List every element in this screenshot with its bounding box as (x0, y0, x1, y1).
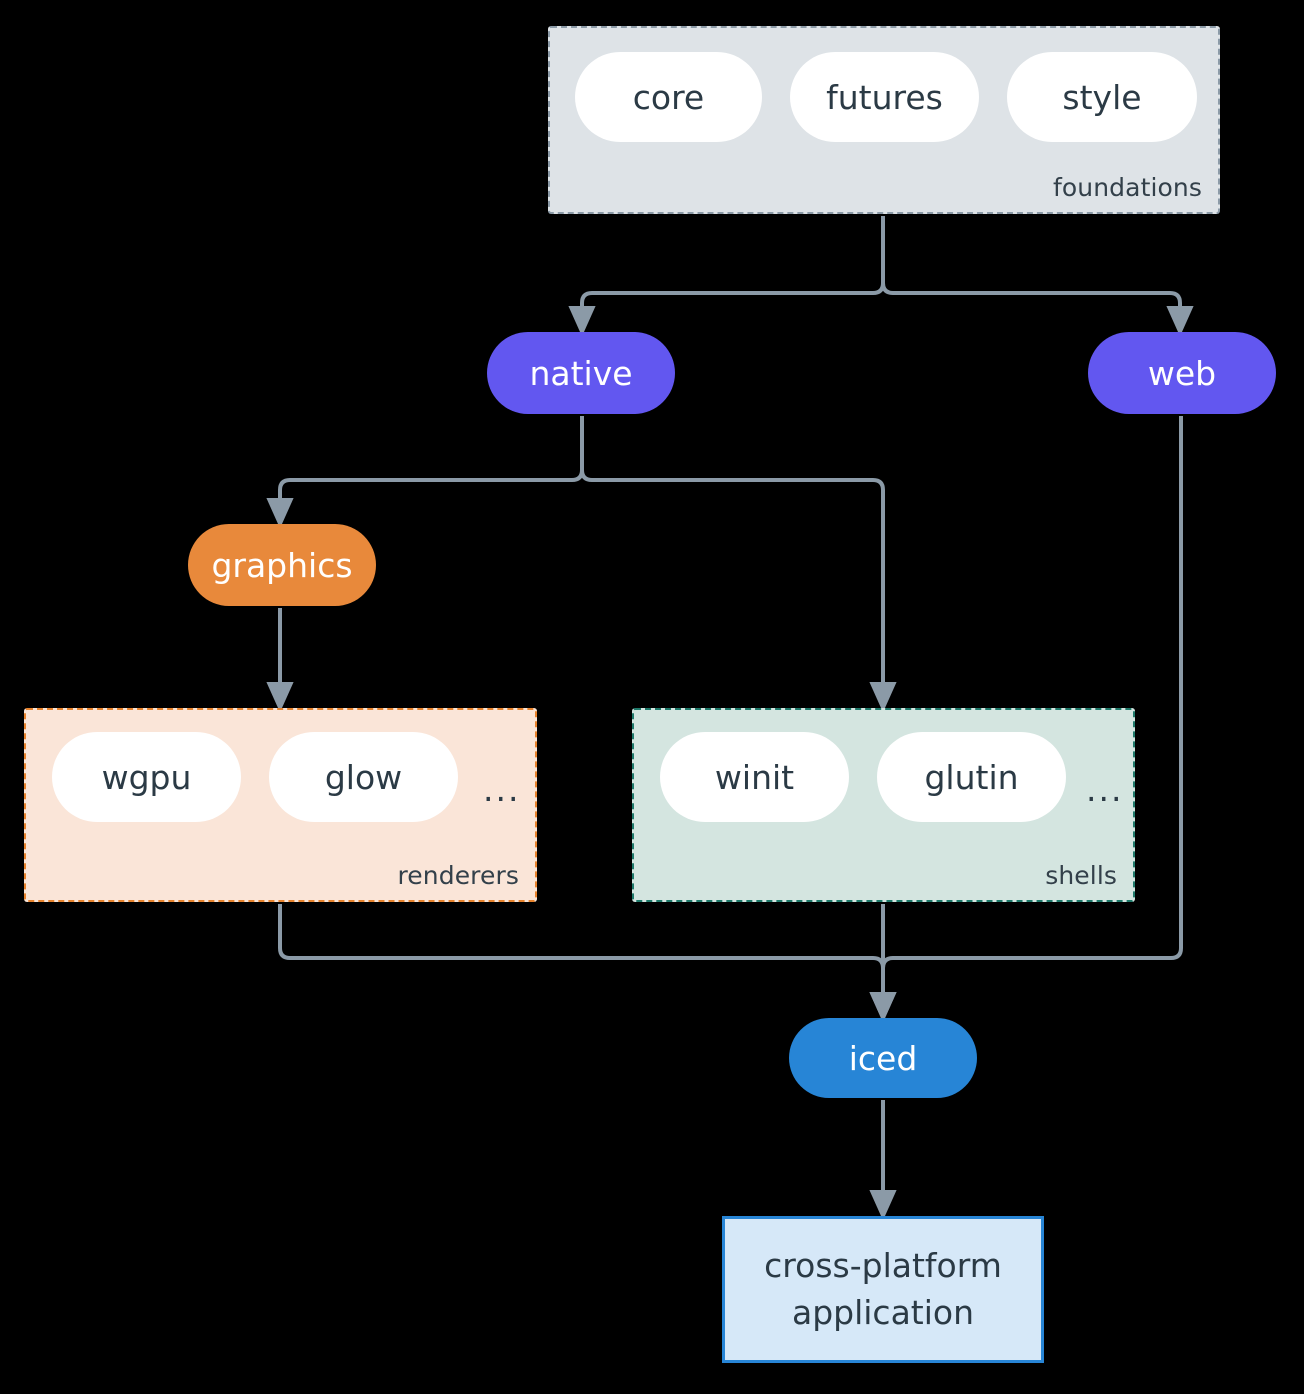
node-app-line2: application (791, 1292, 975, 1332)
edge-foundations-web (881, 216, 1194, 337)
pill-futures[interactable]: futures (790, 52, 979, 142)
pill-winit-label: winit (714, 757, 795, 797)
pill-glutin-label: glutin (924, 757, 1019, 797)
pill-glow-label: glow (324, 757, 403, 797)
pill-wgpu-label: wgpu (101, 757, 192, 797)
node-native-label: native (529, 353, 633, 393)
group-shells-label: shells (1045, 861, 1117, 890)
group-renderers: wgpu glow ... renderers (24, 708, 537, 902)
pill-style-label: style (1062, 77, 1142, 117)
node-web[interactable]: web (1088, 332, 1276, 414)
group-foundations-label: foundations (1053, 173, 1202, 202)
group-shells: winit glutin ... shells (632, 708, 1135, 902)
pill-futures-label: futures (826, 77, 943, 117)
edge-native-graphics (266, 416, 584, 529)
pill-core[interactable]: core (575, 52, 762, 142)
edge-foundations-native (568, 216, 885, 337)
renderers-more-ellipsis: ... (483, 770, 521, 809)
pill-winit[interactable]: winit (660, 732, 849, 822)
node-graphics-label: graphics (211, 545, 353, 585)
node-native[interactable]: native (487, 332, 675, 414)
pill-core-label: core (632, 77, 705, 117)
node-iced-label: iced (848, 1038, 918, 1078)
pill-wgpu[interactable]: wgpu (52, 732, 241, 822)
edge-renderers-iced (278, 904, 897, 1023)
pill-glow[interactable]: glow (269, 732, 458, 822)
node-cross-platform-application[interactable]: cross-platform application (722, 1216, 1044, 1363)
group-foundations: core futures style foundations (548, 26, 1220, 214)
shells-more-ellipsis: ... (1086, 770, 1124, 809)
node-web-label: web (1147, 353, 1217, 393)
pill-style[interactable]: style (1007, 52, 1197, 142)
edge-native-shells (580, 416, 897, 713)
group-renderers-label: renderers (397, 861, 519, 890)
node-app-line1: cross-platform (764, 1245, 1002, 1285)
pill-glutin[interactable]: glutin (877, 732, 1066, 822)
node-iced[interactable]: iced (789, 1018, 977, 1098)
node-graphics[interactable]: graphics (188, 524, 376, 606)
